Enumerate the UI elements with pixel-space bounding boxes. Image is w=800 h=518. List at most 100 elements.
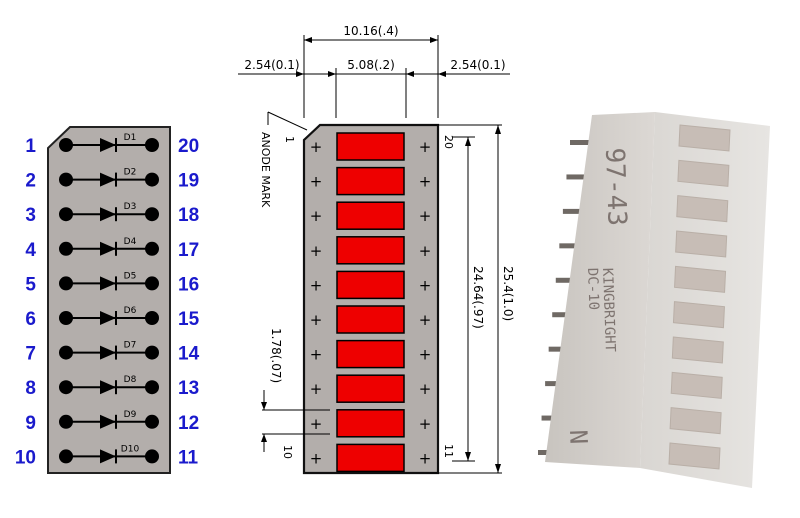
diode-label: D2 <box>124 168 137 178</box>
photo-pin <box>552 312 573 318</box>
led-segment <box>336 166 405 196</box>
led-segment-row: ++ <box>310 374 431 403</box>
pad-right <box>145 414 159 429</box>
plus-right: + <box>419 173 432 191</box>
diode-symbol <box>100 172 116 187</box>
photo-segment <box>675 230 728 258</box>
left-pin-number: 10 <box>15 447 36 468</box>
photo-segment <box>674 265 727 293</box>
plus-left: + <box>310 346 323 364</box>
photo-pin <box>548 346 569 352</box>
photo-part-number: 97-43 <box>599 147 632 226</box>
component-photo: 97-43 KINGBRIGHT DC-10 N <box>538 112 770 488</box>
plus-left: + <box>310 242 323 260</box>
diode-label: D8 <box>124 375 137 385</box>
led-segment-row: ++ <box>310 201 432 230</box>
photo-pin <box>566 174 587 180</box>
diode-label: D7 <box>124 341 137 351</box>
led-segment <box>336 201 405 230</box>
diode-label: D10 <box>121 444 140 454</box>
pin-11-label: 11 <box>442 444 455 458</box>
led-segment <box>336 270 405 300</box>
diode-label: D3 <box>124 202 137 212</box>
plus-left: + <box>310 380 323 398</box>
diode-label: D5 <box>124 271 137 281</box>
plus-left: + <box>310 311 323 329</box>
right-pin-number: 16 <box>178 274 199 295</box>
photo-brand: KINGBRIGHT <box>599 268 618 353</box>
dim-left-offset: 2.54(0.1) <box>244 58 299 72</box>
photo-pin <box>570 140 590 145</box>
pin-10-label: 10 <box>281 445 294 459</box>
led-segment-row: ++ <box>310 443 432 473</box>
diode-symbol <box>100 138 116 152</box>
photo-segment <box>670 371 723 399</box>
diode-symbol <box>100 449 116 464</box>
photo-segment <box>669 407 722 435</box>
right-pin-number: 20 <box>178 136 199 157</box>
right-pin-number: 14 <box>178 344 200 365</box>
photo-pin <box>545 381 566 387</box>
photo-segment <box>671 336 724 364</box>
plus-right: + <box>419 138 432 156</box>
dim-outer-height: 25.4(1.0) <box>501 266 515 321</box>
photo-pin <box>562 208 583 214</box>
right-pin-number: 17 <box>178 240 199 261</box>
led-segment-row: ++ <box>310 166 432 196</box>
led-segment-row: ++ <box>310 305 432 334</box>
photo-segment <box>677 159 730 187</box>
pin-1-label: 1 <box>283 136 296 143</box>
photo-segment <box>672 301 725 329</box>
pad-right <box>145 172 159 187</box>
schematic-row: 5 D5 16 <box>25 271 199 295</box>
plus-right: + <box>419 207 432 225</box>
led-segment-row: ++ <box>310 132 432 161</box>
plus-right: + <box>419 449 432 467</box>
right-pin-number: 13 <box>178 378 199 399</box>
plus-right: + <box>419 276 432 294</box>
left-pin-number: 5 <box>25 274 36 295</box>
pad-right <box>145 345 159 360</box>
led-segment <box>336 374 405 403</box>
left-pin-number: 9 <box>25 413 36 434</box>
led-segment <box>336 409 405 438</box>
led-segment-row: ++ <box>310 339 432 369</box>
pad-right <box>145 380 159 395</box>
left-pin-number: 2 <box>25 171 36 192</box>
pad-right <box>145 449 159 464</box>
dim-center: 5.08(.2) <box>347 58 395 72</box>
photo-corner-mark: N <box>564 429 592 444</box>
right-pin-number: 15 <box>178 309 200 330</box>
photo-pin <box>555 277 576 283</box>
pad-right <box>145 241 159 256</box>
left-pin-number: 6 <box>25 309 36 330</box>
pad-right <box>145 276 159 291</box>
plus-left: + <box>310 276 323 294</box>
led-segment-row: ++ <box>310 236 432 265</box>
pad-right <box>145 311 159 325</box>
left-pin-number: 3 <box>25 205 36 226</box>
photo-segment <box>668 442 721 470</box>
plus-right: + <box>419 415 432 433</box>
diode-symbol <box>100 241 116 256</box>
dim-inner-height: 24.64(.97) <box>471 266 485 329</box>
diode-label: D6 <box>124 306 137 316</box>
diode-symbol <box>100 345 116 360</box>
photo-model: DC-10 <box>584 268 601 311</box>
package-side-face <box>545 112 655 468</box>
led-segment-row: ++ <box>310 270 432 300</box>
plus-right: + <box>419 242 432 260</box>
diode-label: D1 <box>124 133 137 143</box>
led-segment <box>336 305 405 334</box>
led-segment <box>336 132 405 161</box>
photo-segment <box>678 124 731 152</box>
led-segment-row: ++ <box>310 409 432 438</box>
plus-right: + <box>419 346 432 364</box>
plus-right: + <box>419 311 432 329</box>
